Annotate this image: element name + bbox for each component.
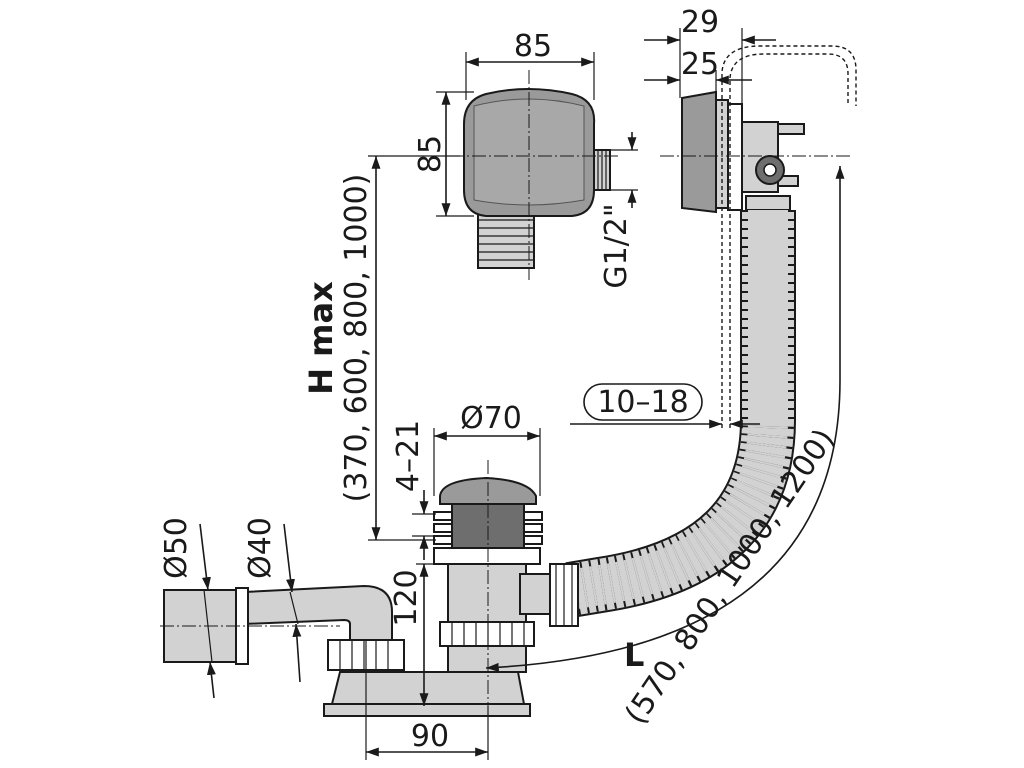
label-outlet-40: Ø40 xyxy=(243,517,278,579)
label-outlet-height: 120 xyxy=(389,569,424,626)
dim-overflow-width: 85 xyxy=(465,29,595,100)
dim-outlet-offset: 90 xyxy=(365,640,489,760)
dim-wall-25: 25 xyxy=(644,47,752,92)
label-outlet-offset: 90 xyxy=(411,719,449,754)
dim-overflow-height: 85 xyxy=(413,91,474,217)
overflow-head-front-view xyxy=(450,70,620,280)
dim-outlet-40: Ø40 xyxy=(243,517,302,683)
label-h-max-title: H max xyxy=(302,281,340,395)
dim-plate-thickness: 10–18 xyxy=(570,383,760,429)
label-plate-thickness: 10–18 xyxy=(597,385,688,420)
dim-outlet-50: Ø50 xyxy=(159,517,216,699)
dim-h-max: H max (370, 600, 800, 1000) xyxy=(302,155,460,541)
label-overflow-width: 85 xyxy=(514,29,552,64)
label-h-max-values: (370, 600, 800, 1000) xyxy=(339,174,374,503)
dim-outlet-height: 120 xyxy=(389,563,440,706)
overflow-side-view xyxy=(681,90,805,214)
dim-wall-29: 29 xyxy=(644,5,776,104)
dim-drain-adjust: 4–21 xyxy=(391,420,436,560)
label-length-title: L xyxy=(624,636,644,674)
label-outlet-50: Ø50 xyxy=(159,517,194,579)
label-wall-29: 29 xyxy=(681,5,719,40)
label-drain-adjust: 4–21 xyxy=(391,420,426,492)
label-drain-diameter: Ø70 xyxy=(460,401,522,436)
label-overflow-height: 85 xyxy=(413,135,448,173)
overflow-inlet-pipe xyxy=(477,211,535,269)
label-wall-25: 25 xyxy=(681,47,719,82)
bath-wall-outline xyxy=(721,45,857,428)
waste-trap-body xyxy=(160,547,579,717)
label-thread: G1/2" xyxy=(599,203,634,288)
